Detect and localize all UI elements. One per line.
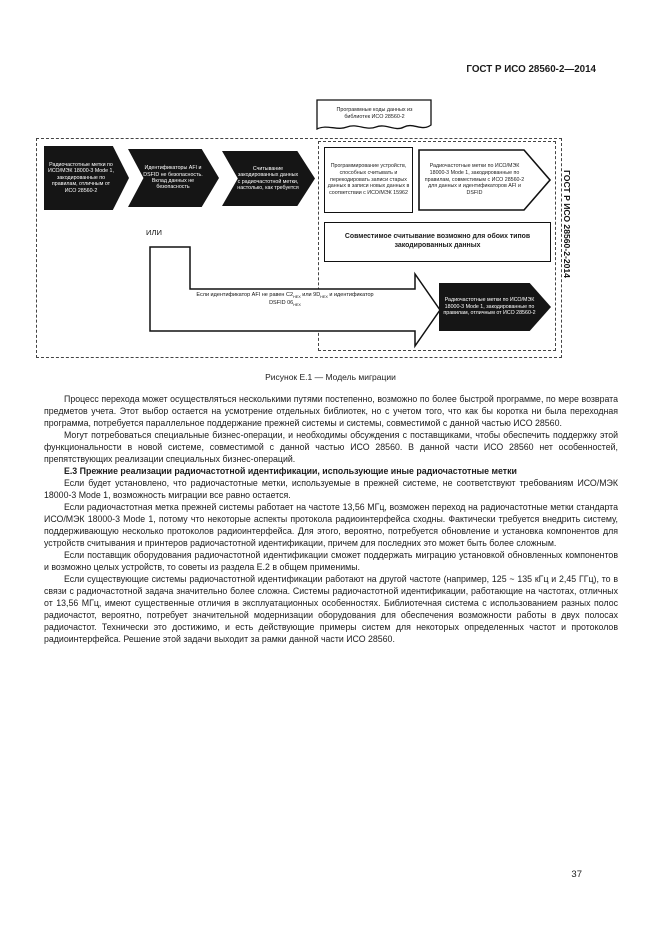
- pentagon-outline: [418, 149, 552, 211]
- paragraph: Могут потребоваться специальные бизнес-о…: [44, 430, 618, 464]
- elbow-arrow: [149, 246, 441, 349]
- diagram-inner-frame: [318, 141, 556, 351]
- data-codes-shape: Программные коды данных из библиотек ИСО…: [316, 99, 433, 134]
- paragraph: Если радиочастотная метка прежней систем…: [44, 502, 618, 548]
- condition-part: и идентификатор DSFID 06: [269, 292, 374, 307]
- hex-subscript: HEX: [293, 303, 301, 308]
- paragraph: Процесс перехода может осуществляться не…: [44, 394, 618, 428]
- hex-subscript: HEX: [320, 295, 328, 300]
- figure-caption: Рисунок Е.1 — Модель миграции: [265, 372, 396, 382]
- body-text: Процесс перехода может осуществляться не…: [44, 393, 618, 645]
- condition-part: Если идентификатор AFI не равен C2: [196, 292, 294, 298]
- compatible-reading-box: Совместимое считывание возможно для обои…: [324, 222, 551, 262]
- hex-subscript: HEX: [293, 295, 301, 300]
- condition-part: или 9D: [300, 292, 321, 298]
- or-label: ИЛИ: [146, 228, 162, 237]
- page-number: 37: [571, 869, 582, 880]
- diagram-outer-frame: [36, 138, 562, 358]
- gost-side-label: ГОСТ Р ИСО 28560-2-2014: [562, 170, 572, 278]
- paragraph: Если поставщик оборудования радиочастотн…: [44, 550, 618, 572]
- afi-condition-text: Если идентификатор AFI не равен C2HEX ил…: [190, 292, 380, 308]
- compatible-tags-arrow: Радиочастотные метки по ИСО/МЭК 18000-3 …: [418, 149, 552, 211]
- remaining-legacy-tags-arrow: Радиочастотные метки по ИСО/МЭК 18000-3 …: [439, 283, 551, 331]
- data-codes-label: Программные коды данных из библиотек ИСО…: [336, 106, 413, 120]
- legacy-tags-arrow: Радиочастотные метки по ИСО/МЭК 18000-3 …: [44, 146, 129, 210]
- compatible-tags-label: Радиочастотные метки по ИСО/МЭК 18000-3 …: [424, 163, 525, 196]
- document-shape-outline: [316, 99, 432, 131]
- paragraph: Если будет установлено, что радиочастотн…: [44, 478, 618, 500]
- programming-devices-box: Программирование устройств, способных сч…: [324, 147, 413, 213]
- page-header-title: ГОСТ Р ИСО 28560-2—2014: [466, 64, 596, 75]
- section-heading-e3: Е.3 Прежние реализации радиочастотной ид…: [64, 466, 517, 476]
- paragraph: Если существующие системы радиочастотной…: [44, 574, 618, 644]
